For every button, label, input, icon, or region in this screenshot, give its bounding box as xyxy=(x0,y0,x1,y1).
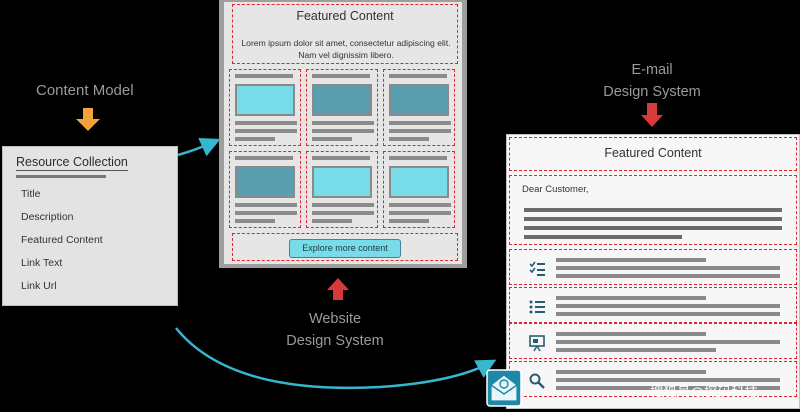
email-greeting-section: Dear Customer, xyxy=(509,175,797,245)
image-placeholder xyxy=(312,166,372,198)
presentation-icon xyxy=(528,334,546,352)
website-description: Lorem ipsum dolor sit amet, consectetur … xyxy=(241,38,451,60)
website-card xyxy=(306,151,378,228)
email-arrow-icon xyxy=(641,103,663,127)
website-header-section: Featured Content Lorem ipsum dolor sit a… xyxy=(232,4,458,64)
email-row xyxy=(509,249,797,285)
watermark: 搜狐号@探码科技 xyxy=(650,385,758,401)
website-arrow-icon xyxy=(327,278,349,300)
website-cta-section: Explore more content xyxy=(232,233,458,261)
connector-collection-to-website xyxy=(177,138,221,157)
image-placeholder xyxy=(389,166,449,198)
website-card xyxy=(383,151,455,228)
website-card xyxy=(229,151,301,228)
email-header-section: Featured Content xyxy=(509,137,797,171)
image-placeholder xyxy=(235,84,295,116)
website-design-system-label: Website Design System xyxy=(280,308,390,352)
explore-more-button[interactable]: Explore more content xyxy=(289,239,401,258)
email-greeting: Dear Customer, xyxy=(522,184,589,195)
email-row xyxy=(509,287,797,323)
resource-collection-box: Resource Collection Title Description Fe… xyxy=(2,146,178,306)
field-title: Title xyxy=(21,188,41,200)
connector-collection-to-email xyxy=(175,327,497,390)
website-label-line2: Design System xyxy=(286,333,384,349)
website-label-line1: Website xyxy=(308,311,362,327)
field-link-url: Link Url xyxy=(21,280,57,292)
website-card xyxy=(229,69,301,146)
email-label-line2: Design System xyxy=(603,84,701,100)
email-row xyxy=(509,323,797,359)
email-heading: Featured Content xyxy=(604,146,702,160)
checklist-icon xyxy=(528,260,546,278)
website-card xyxy=(306,69,378,146)
resource-collection-title: Resource Collection xyxy=(16,155,128,171)
content-model-label: Content Model xyxy=(36,82,134,99)
website-card xyxy=(383,69,455,146)
field-link-text: Link Text xyxy=(21,257,63,269)
image-placeholder xyxy=(312,84,372,116)
title-underline xyxy=(16,175,106,178)
image-placeholder xyxy=(389,84,449,116)
email-label-line1: E-mail xyxy=(631,62,673,78)
email-design-system-label: E-mail Design System xyxy=(592,59,712,103)
email-mockup: Featured Content Dear Customer, xyxy=(506,134,800,409)
field-description: Description xyxy=(21,211,74,223)
website-heading: Featured Content xyxy=(296,9,394,23)
email-envelope-icon xyxy=(486,369,522,407)
image-placeholder xyxy=(235,166,295,198)
field-featured-content: Featured Content xyxy=(21,234,103,246)
search-icon xyxy=(528,372,546,390)
list-icon xyxy=(528,298,546,316)
